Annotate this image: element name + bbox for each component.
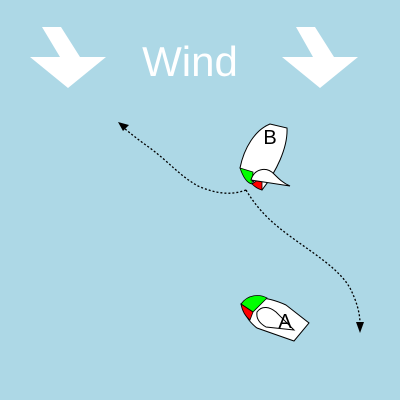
wind-label: Wind <box>142 38 238 85</box>
wind-arrow-icon-left <box>30 27 106 88</box>
boat-a-sail <box>256 307 296 331</box>
arrowhead-left <box>118 122 129 131</box>
boat-b-sail <box>250 168 291 187</box>
track-b-right <box>245 189 361 325</box>
wind-arrow-icon-right <box>282 27 358 88</box>
boat-a-label: A <box>278 311 292 333</box>
boat-b: B <box>239 123 291 191</box>
track-b-left <box>123 127 247 194</box>
boat-a-port-light <box>240 303 254 321</box>
arrowhead-down <box>356 322 364 333</box>
boat-a: A <box>240 295 310 342</box>
boat-b-label: B <box>263 127 276 149</box>
